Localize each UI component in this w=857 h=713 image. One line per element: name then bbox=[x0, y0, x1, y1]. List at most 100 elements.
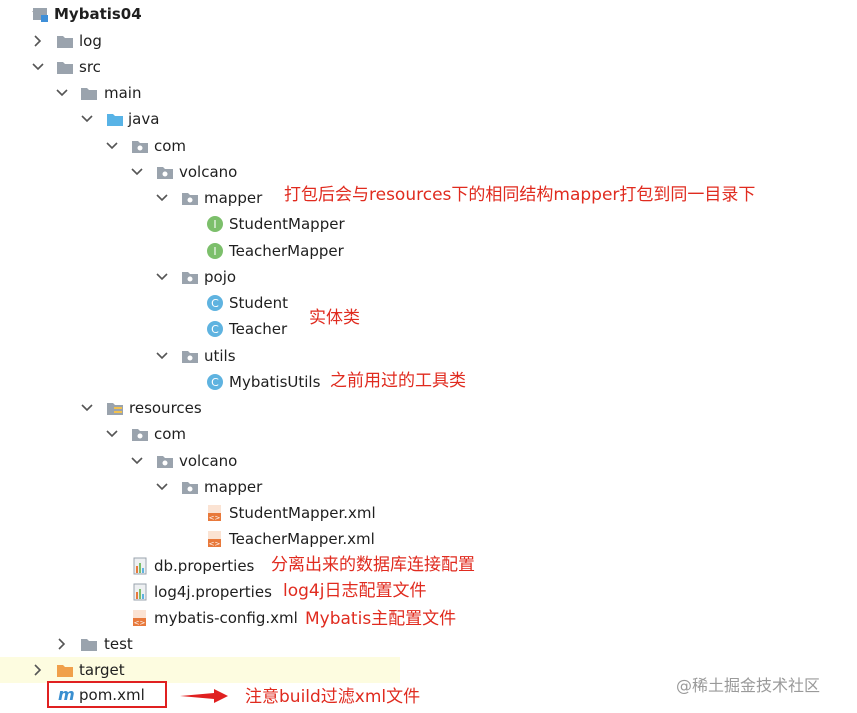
folder-icon bbox=[56, 32, 74, 50]
svg-text:<>: <> bbox=[209, 514, 221, 522]
chevron-down-icon[interactable] bbox=[154, 348, 170, 364]
tree-row-main[interactable]: main bbox=[0, 80, 857, 106]
file-label: pom.xml bbox=[79, 686, 145, 704]
folder-label: target bbox=[79, 661, 125, 679]
svg-text:C: C bbox=[211, 376, 219, 389]
properties-file-icon bbox=[131, 583, 149, 601]
config-annotation: Mybatis主配置文件 bbox=[305, 609, 457, 629]
class-icon: C bbox=[206, 373, 224, 391]
chevron-down-icon[interactable] bbox=[154, 269, 170, 285]
xml-file-icon: <> bbox=[206, 504, 224, 522]
package-icon bbox=[181, 189, 199, 207]
tree-row-pom[interactable]: pom.xml bbox=[0, 684, 145, 710]
file-label: Teacher bbox=[229, 320, 288, 338]
file-label: log4j.properties bbox=[154, 583, 272, 601]
tree-row-mybatis-config[interactable]: <> mybatis-config.xml bbox=[0, 605, 857, 631]
folder-label: resources bbox=[129, 399, 202, 417]
interface-icon: I bbox=[206, 215, 224, 233]
file-label: Student bbox=[229, 294, 289, 312]
class-icon: C bbox=[206, 320, 224, 338]
tree-row-teacher[interactable]: C Teacher bbox=[0, 316, 857, 342]
chevron-down-icon[interactable] bbox=[154, 190, 170, 206]
chevron-down-icon[interactable] bbox=[79, 400, 95, 416]
tree-row-src[interactable]: src bbox=[0, 54, 857, 80]
arrow-right-icon bbox=[180, 688, 230, 708]
tree-row-log4j-properties[interactable]: log4j.properties bbox=[0, 579, 857, 605]
package-label: com bbox=[154, 137, 187, 155]
resources-folder-icon bbox=[106, 399, 124, 417]
tree-row-com[interactable]: com bbox=[0, 133, 857, 159]
tree-row-res-mapper[interactable]: mapper bbox=[0, 474, 857, 500]
tree-row-log[interactable]: log bbox=[0, 28, 857, 54]
tree-row-mapper[interactable]: mapper bbox=[0, 185, 857, 211]
svg-text:<>: <> bbox=[134, 619, 146, 627]
file-label: MybatisUtils bbox=[229, 373, 321, 391]
watermark: @稀土掘金技术社区 bbox=[676, 676, 821, 695]
folder-label: java bbox=[128, 110, 160, 128]
folder-icon bbox=[80, 84, 98, 102]
pom-annotation: 注意build过滤xml文件 bbox=[245, 687, 421, 707]
svg-text:<>: <> bbox=[209, 540, 221, 548]
chevron-down-icon[interactable] bbox=[79, 111, 95, 127]
chevron-right-icon[interactable] bbox=[54, 636, 70, 652]
svg-text:C: C bbox=[211, 323, 219, 336]
svg-text:C: C bbox=[211, 297, 219, 310]
file-label: db.properties bbox=[154, 557, 255, 575]
db-annotation: 分离出来的数据库连接配置 bbox=[271, 555, 475, 575]
package-icon bbox=[131, 137, 149, 155]
chevron-down-icon[interactable] bbox=[129, 164, 145, 180]
tree-row-mybatis-utils[interactable]: C MybatisUtils bbox=[0, 369, 857, 395]
tree-row-student-mapper-xml[interactable]: <> StudentMapper.xml bbox=[0, 500, 857, 526]
package-label: mapper bbox=[204, 478, 263, 496]
source-folder-icon bbox=[106, 110, 124, 128]
chevron-down-icon[interactable] bbox=[129, 453, 145, 469]
package-label: com bbox=[154, 425, 187, 443]
pojo-annotation: 实体类 bbox=[309, 308, 360, 328]
chevron-down-icon[interactable] bbox=[54, 85, 70, 101]
file-label: mybatis-config.xml bbox=[154, 609, 298, 627]
excluded-folder-icon bbox=[56, 661, 74, 679]
maven-icon: m bbox=[58, 685, 75, 704]
tree-row-test[interactable]: test bbox=[0, 631, 857, 657]
package-icon bbox=[181, 347, 199, 365]
tree-row-res-volcano[interactable]: volcano bbox=[0, 448, 857, 474]
file-label: TeacherMapper.xml bbox=[229, 530, 375, 548]
tree-row-pojo[interactable]: pojo bbox=[0, 264, 857, 290]
package-label: volcano bbox=[179, 163, 238, 181]
package-icon bbox=[181, 478, 199, 496]
tree-row-java[interactable]: java bbox=[0, 106, 857, 132]
log4j-annotation: log4j日志配置文件 bbox=[283, 581, 427, 601]
folder-icon bbox=[56, 58, 74, 76]
package-label: mapper bbox=[204, 189, 263, 207]
xml-file-icon: <> bbox=[206, 530, 224, 548]
package-label: pojo bbox=[204, 268, 237, 286]
tree-row-volcano[interactable]: volcano bbox=[0, 159, 857, 185]
tree-row-db-properties[interactable]: db.properties bbox=[0, 553, 857, 579]
tree-row-res-com[interactable]: com bbox=[0, 421, 857, 447]
chevron-down-icon[interactable] bbox=[30, 59, 46, 75]
chevron-down-icon[interactable] bbox=[104, 426, 120, 442]
tree-row-student-mapper[interactable]: I StudentMapper bbox=[0, 211, 857, 237]
tree-row-teacher-mapper[interactable]: I TeacherMapper bbox=[0, 238, 857, 264]
tree-row-teacher-mapper-xml[interactable]: <> TeacherMapper.xml bbox=[0, 526, 857, 552]
package-icon bbox=[156, 452, 174, 470]
folder-label: log bbox=[79, 32, 102, 50]
mapper-annotation: 打包后会与resources下的相同结构mapper打包到同一目录下 bbox=[284, 185, 756, 205]
package-label: volcano bbox=[179, 452, 238, 470]
module-folder-icon bbox=[32, 5, 50, 23]
properties-file-icon bbox=[131, 557, 149, 575]
folder-icon bbox=[80, 635, 98, 653]
tree-row-resources[interactable]: resources bbox=[0, 395, 857, 421]
package-icon bbox=[181, 268, 199, 286]
tree-row-utils[interactable]: utils bbox=[0, 343, 857, 369]
pom-highlight-box bbox=[47, 681, 167, 708]
tree-row-target[interactable]: target bbox=[0, 657, 857, 683]
tree-row-student[interactable]: C Student bbox=[0, 290, 857, 316]
chevron-right-icon[interactable] bbox=[30, 662, 46, 678]
chevron-right-icon[interactable] bbox=[30, 33, 46, 49]
tree-row-project[interactable]: Mybatis04 bbox=[0, 1, 857, 27]
chevron-down-icon[interactable] bbox=[104, 138, 120, 154]
xml-file-icon: <> bbox=[131, 609, 149, 627]
project-label: Mybatis04 bbox=[54, 5, 142, 23]
chevron-down-icon[interactable] bbox=[154, 479, 170, 495]
